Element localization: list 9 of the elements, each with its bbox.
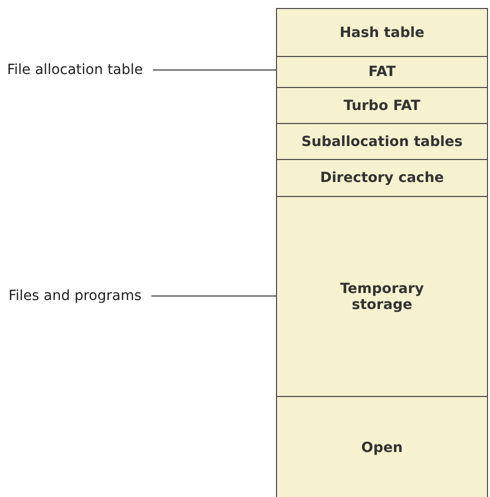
memory-block: Suballocation tables	[276, 123, 488, 160]
callout-label: Files and programs	[0, 288, 150, 304]
memory-block: Open	[276, 396, 488, 497]
callout-label: File allocation table	[0, 62, 150, 78]
memory-block: FAT	[276, 56, 488, 88]
memory-block: Hash table	[276, 8, 488, 57]
memory-block: Turbo FAT	[276, 87, 488, 124]
memory-block: Directory cache	[276, 159, 488, 197]
memory-block: Temporary storage	[276, 196, 488, 397]
